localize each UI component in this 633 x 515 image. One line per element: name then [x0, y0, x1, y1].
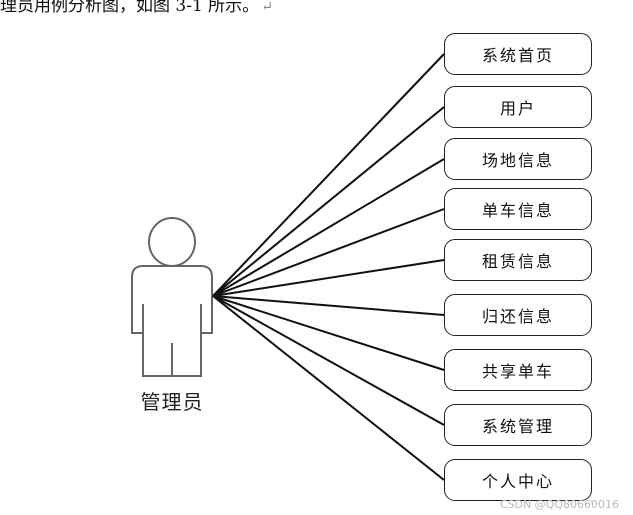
use-case-venue-info: 场地信息	[444, 138, 592, 180]
use-case-personal-center: 个人中心	[444, 459, 592, 501]
watermark: CSDN @QQ80660016	[499, 498, 619, 511]
association-line	[212, 295, 445, 426]
association-line	[212, 53, 445, 297]
use-case-rental-info: 租赁信息	[444, 239, 592, 281]
association-line	[212, 259, 445, 297]
association-line	[212, 295, 445, 481]
use-case-bike-info: 单车信息	[444, 188, 592, 230]
actor-head	[148, 217, 196, 267]
intro-sentence: 理员用例分析图，如图 3-1 所示。	[0, 0, 260, 16]
association-line	[212, 158, 445, 297]
use-case-system-management: 系统管理	[444, 404, 592, 446]
association-line	[212, 295, 445, 316]
actor-body	[131, 265, 213, 377]
actor-label: 管理员	[140, 390, 204, 414]
use-case-system-home: 系统首页	[444, 33, 592, 75]
use-case-return-info: 归还信息	[444, 294, 592, 336]
use-case-shared-bike: 共享单车	[444, 349, 592, 391]
paragraph-mark-icon: ↵	[261, 0, 273, 15]
intro-text: 理员用例分析图，如图 3-1 所示。↵	[0, 0, 273, 16]
use-case-user: 用户	[444, 86, 592, 128]
association-line	[212, 208, 445, 297]
actor-figure	[131, 217, 213, 377]
association-line	[212, 295, 445, 371]
association-lines	[212, 53, 445, 481]
association-line	[212, 106, 445, 297]
